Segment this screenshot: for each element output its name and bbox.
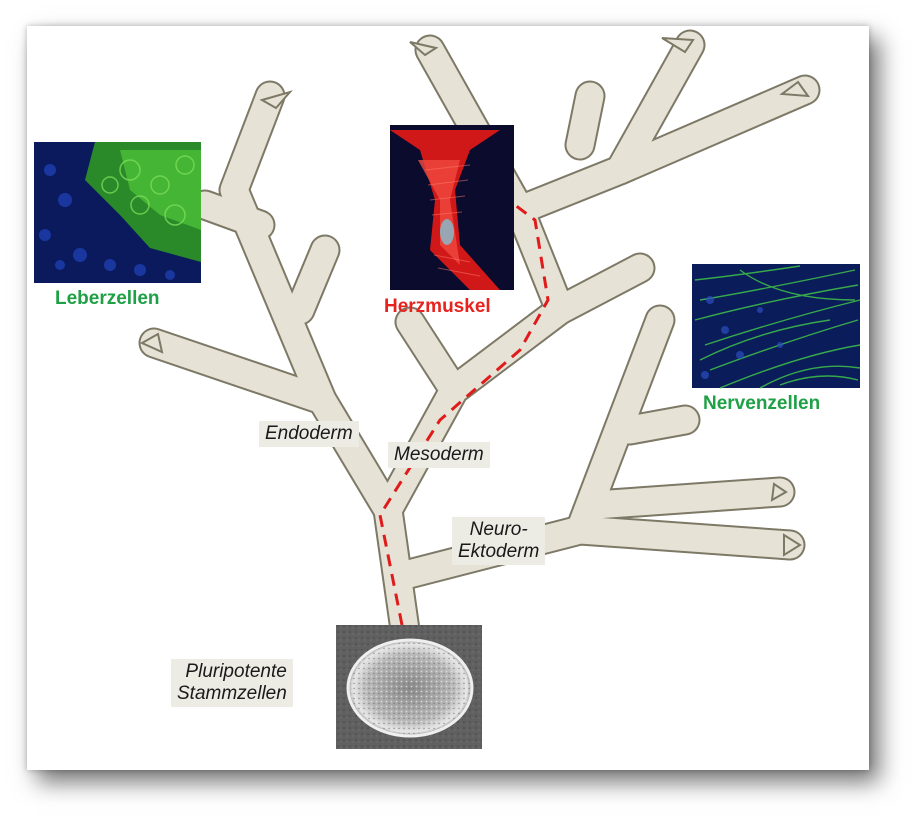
heart-muscle-photo <box>390 125 514 290</box>
nerve-cell-photo <box>692 264 861 389</box>
liver-cell-photo <box>34 142 201 283</box>
neuro-ektoderm-line-2: Ektoderm <box>458 541 540 562</box>
endoderm-label: Endoderm <box>259 421 359 447</box>
nerve-cells-caption: Nervenzellen <box>703 393 821 414</box>
liver-cells-caption: Leberzellen <box>55 288 160 309</box>
heart-muscle-caption: Herzmuskel <box>384 296 491 317</box>
pluripotent-stem-cells-line-1: Pluripotente <box>185 661 287 682</box>
branch-tips <box>139 37 811 557</box>
pluripotent-stem-cells-line-2: Stammzellen <box>177 683 287 704</box>
mesoderm-label: Mesoderm <box>388 442 490 468</box>
stem-cell-colony-photo <box>336 625 482 749</box>
neuro-ektoderm-line-1: Neuro- <box>469 519 528 540</box>
differentiation-path-dashed <box>378 203 550 626</box>
pluripotent-stem-cells-label: Pluripotente Stammzellen <box>171 659 293 707</box>
neuro-ektoderm-label: Neuro- Ektoderm <box>452 517 546 565</box>
